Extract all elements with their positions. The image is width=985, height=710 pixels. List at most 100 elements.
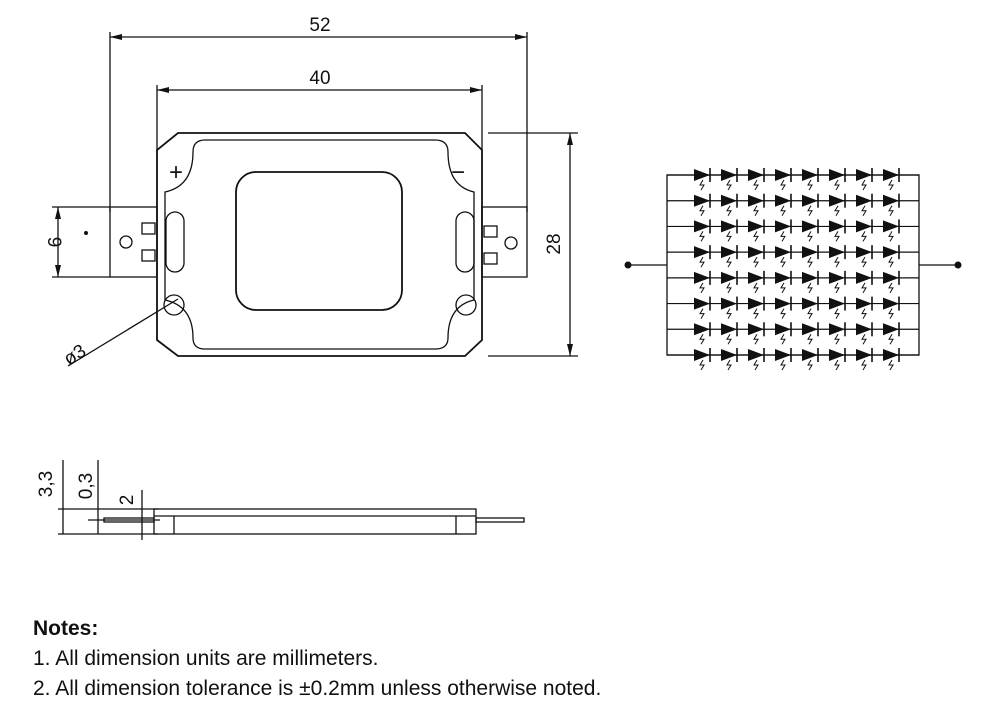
module-inner-outline (164, 139, 475, 350)
led-diode-icon (829, 271, 845, 284)
light-emission-arrow-icon (753, 256, 759, 268)
light-emission-arrow-icon (726, 231, 732, 242)
light-emission-arrow-icon (861, 334, 867, 345)
light-emission-arrow-icon (888, 308, 894, 319)
led-diode-icon (883, 323, 899, 336)
led-diode-icon (775, 271, 791, 284)
led-diode-icon (802, 246, 818, 259)
light-emission-arrow-icon (861, 205, 867, 216)
led-diode-icon (748, 194, 764, 207)
light-emission-arrow-icon (834, 231, 840, 242)
slot-right (455, 211, 475, 273)
light-emission-arrow-icon (807, 256, 813, 268)
led-diode-icon (748, 246, 764, 259)
led-diode-icon (883, 169, 899, 181)
light-emission-arrow-icon (726, 359, 732, 371)
notes-title: Notes: (33, 617, 99, 640)
led-diode-icon (748, 220, 764, 233)
led-diode-icon (829, 246, 845, 259)
led-diode-icon (883, 246, 899, 259)
light-emission-arrow-icon (780, 179, 786, 191)
light-emission-arrow-icon (753, 334, 759, 345)
light-emission-arrow-icon (834, 359, 840, 371)
led-diode-icon (694, 194, 710, 207)
led-diode-icon (856, 297, 872, 310)
light-emission-arrow-icon (699, 282, 705, 294)
light-emission-arrow-icon (807, 359, 813, 371)
led-diode-icon (883, 297, 899, 310)
led-diode-icon (775, 169, 791, 181)
light-emission-arrow-icon (780, 308, 786, 319)
terminal-tab-right (481, 206, 528, 278)
dim-hole-diameter: ø3 (60, 341, 90, 371)
led-diode-icon (802, 323, 818, 336)
led-diode-icon (856, 220, 872, 233)
led-diode-icon (802, 349, 818, 361)
led-diode-icon (856, 271, 872, 284)
led-diode-icon (721, 220, 737, 233)
light-emitting-surface (235, 171, 403, 311)
light-emission-arrow-icon (834, 282, 840, 294)
led-diode-icon (748, 349, 764, 361)
led-diode-icon (721, 349, 737, 361)
polarity-minus: − (451, 159, 465, 186)
led-diode-icon (775, 349, 791, 361)
dim-body-thickness: 2 (117, 495, 138, 506)
dim-height: 28 (544, 233, 565, 254)
light-emission-arrow-icon (834, 256, 840, 268)
light-emission-arrow-icon (861, 282, 867, 294)
light-emission-arrow-icon (780, 282, 786, 294)
light-emission-arrow-icon (834, 334, 840, 345)
solder-pad-left-top (141, 222, 156, 235)
light-emission-arrow-icon (888, 179, 894, 191)
light-emission-arrow-icon (780, 231, 786, 242)
light-emission-arrow-icon (726, 205, 732, 216)
light-emission-arrow-icon (699, 231, 705, 242)
led-diode-icon (694, 349, 710, 361)
led-diode-icon (694, 246, 710, 259)
light-emission-arrow-icon (726, 282, 732, 294)
light-emission-arrow-icon (861, 231, 867, 242)
light-emission-arrow-icon (861, 308, 867, 319)
mounting-hole-right (455, 294, 477, 316)
led-diode-icon (694, 271, 710, 284)
light-emission-arrow-icon (861, 359, 867, 371)
light-emission-arrow-icon (699, 334, 705, 345)
led-diode-icon (856, 194, 872, 207)
led-diode-icon (721, 323, 737, 336)
tab-hole-right (504, 236, 518, 250)
light-emission-arrow-icon (780, 256, 786, 268)
led-diode-icon (775, 246, 791, 259)
light-emission-arrow-icon (780, 205, 786, 216)
led-diode-icon (775, 323, 791, 336)
led-diode-icon (775, 220, 791, 233)
led-diode-icon (775, 297, 791, 310)
schematic-terminal-left (624, 261, 632, 269)
light-emission-arrow-icon (888, 256, 894, 268)
led-diode-icon (802, 297, 818, 310)
light-emission-arrow-icon (807, 231, 813, 242)
led-diode-icon (829, 349, 845, 361)
light-emission-arrow-icon (753, 308, 759, 319)
terminal-tab-left (109, 206, 158, 278)
light-emission-arrow-icon (888, 334, 894, 345)
led-diode-icon (883, 349, 899, 361)
light-emission-arrow-icon (780, 334, 786, 345)
light-emission-arrow-icon (807, 205, 813, 216)
light-emission-arrow-icon (834, 179, 840, 191)
light-emission-arrow-icon (753, 359, 759, 371)
light-emission-arrow-icon (888, 205, 894, 216)
led-diode-icon (694, 220, 710, 233)
led-diode-icon (883, 271, 899, 284)
led-diode-icon (829, 323, 845, 336)
led-diode-icon (802, 220, 818, 233)
light-emission-arrow-icon (888, 359, 894, 371)
led-diode-icon (802, 194, 818, 207)
light-emission-arrow-icon (780, 359, 786, 371)
led-diode-icon (721, 271, 737, 284)
module-outline (156, 132, 483, 357)
light-emission-arrow-icon (861, 179, 867, 191)
light-emission-arrow-icon (699, 359, 705, 371)
light-emission-arrow-icon (834, 308, 840, 319)
light-emission-arrow-icon (807, 179, 813, 191)
